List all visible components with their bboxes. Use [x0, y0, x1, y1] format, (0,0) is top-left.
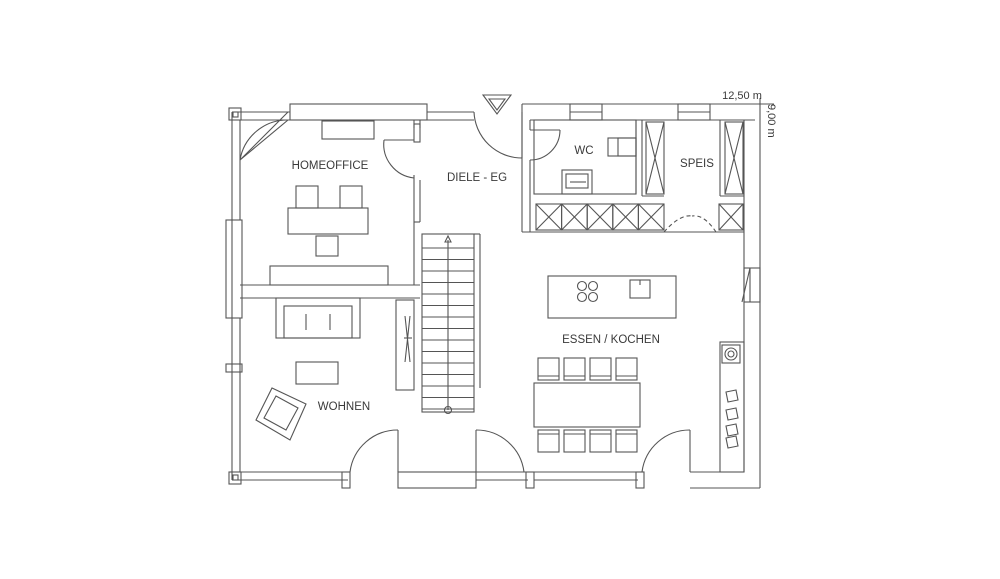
stair-treads: [422, 247, 474, 410]
dining-chair: [563, 429, 586, 453]
dining-chair: [537, 429, 560, 453]
room-label-wc: WC: [574, 145, 593, 157]
dining-chair: [563, 357, 586, 381]
dining-chairs: [537, 357, 638, 453]
kitchen-counter: [719, 341, 745, 473]
room-label-wohnen: WOHNEN: [318, 401, 370, 413]
dimension-depth-label: 9,00 m: [765, 104, 777, 138]
doors: [239, 111, 717, 473]
entry-triangle-icon: [481, 94, 513, 115]
wc-fixtures: [561, 137, 637, 195]
shelf-unit: [612, 203, 639, 231]
room-label-essen-kochen: ESSEN / KOCHEN: [562, 334, 660, 346]
shelf-unit: [645, 121, 665, 195]
shelf-unit: [718, 203, 744, 231]
shelf-unit: [724, 121, 744, 195]
staircase: [421, 233, 481, 415]
shelf-unit: [637, 203, 665, 231]
dining-chair: [615, 429, 638, 453]
room-label-diele: DIELE - EG: [447, 172, 507, 184]
room-label-homeoffice: HOMEOFFICE: [292, 160, 369, 172]
shelf-unit: [535, 203, 563, 231]
wardrobe: [395, 299, 415, 391]
dining-chair: [615, 357, 638, 381]
dimension-lines: [744, 98, 774, 105]
dining-chair: [537, 357, 560, 381]
kitchen-island: [547, 275, 677, 319]
dimension-width-label: 12,50 m: [722, 90, 762, 102]
shelf-unit: [586, 203, 614, 231]
dining-chair: [589, 429, 612, 453]
storage-shelves: [535, 121, 744, 231]
dining-table: [533, 382, 641, 428]
wohnen-furniture: [255, 297, 361, 441]
homeoffice-furniture: [269, 120, 389, 286]
room-label-speis: SPEIS: [680, 158, 714, 170]
dining-chair: [589, 357, 612, 381]
interior-walls: [240, 103, 744, 299]
shelf-unit: [561, 203, 588, 231]
